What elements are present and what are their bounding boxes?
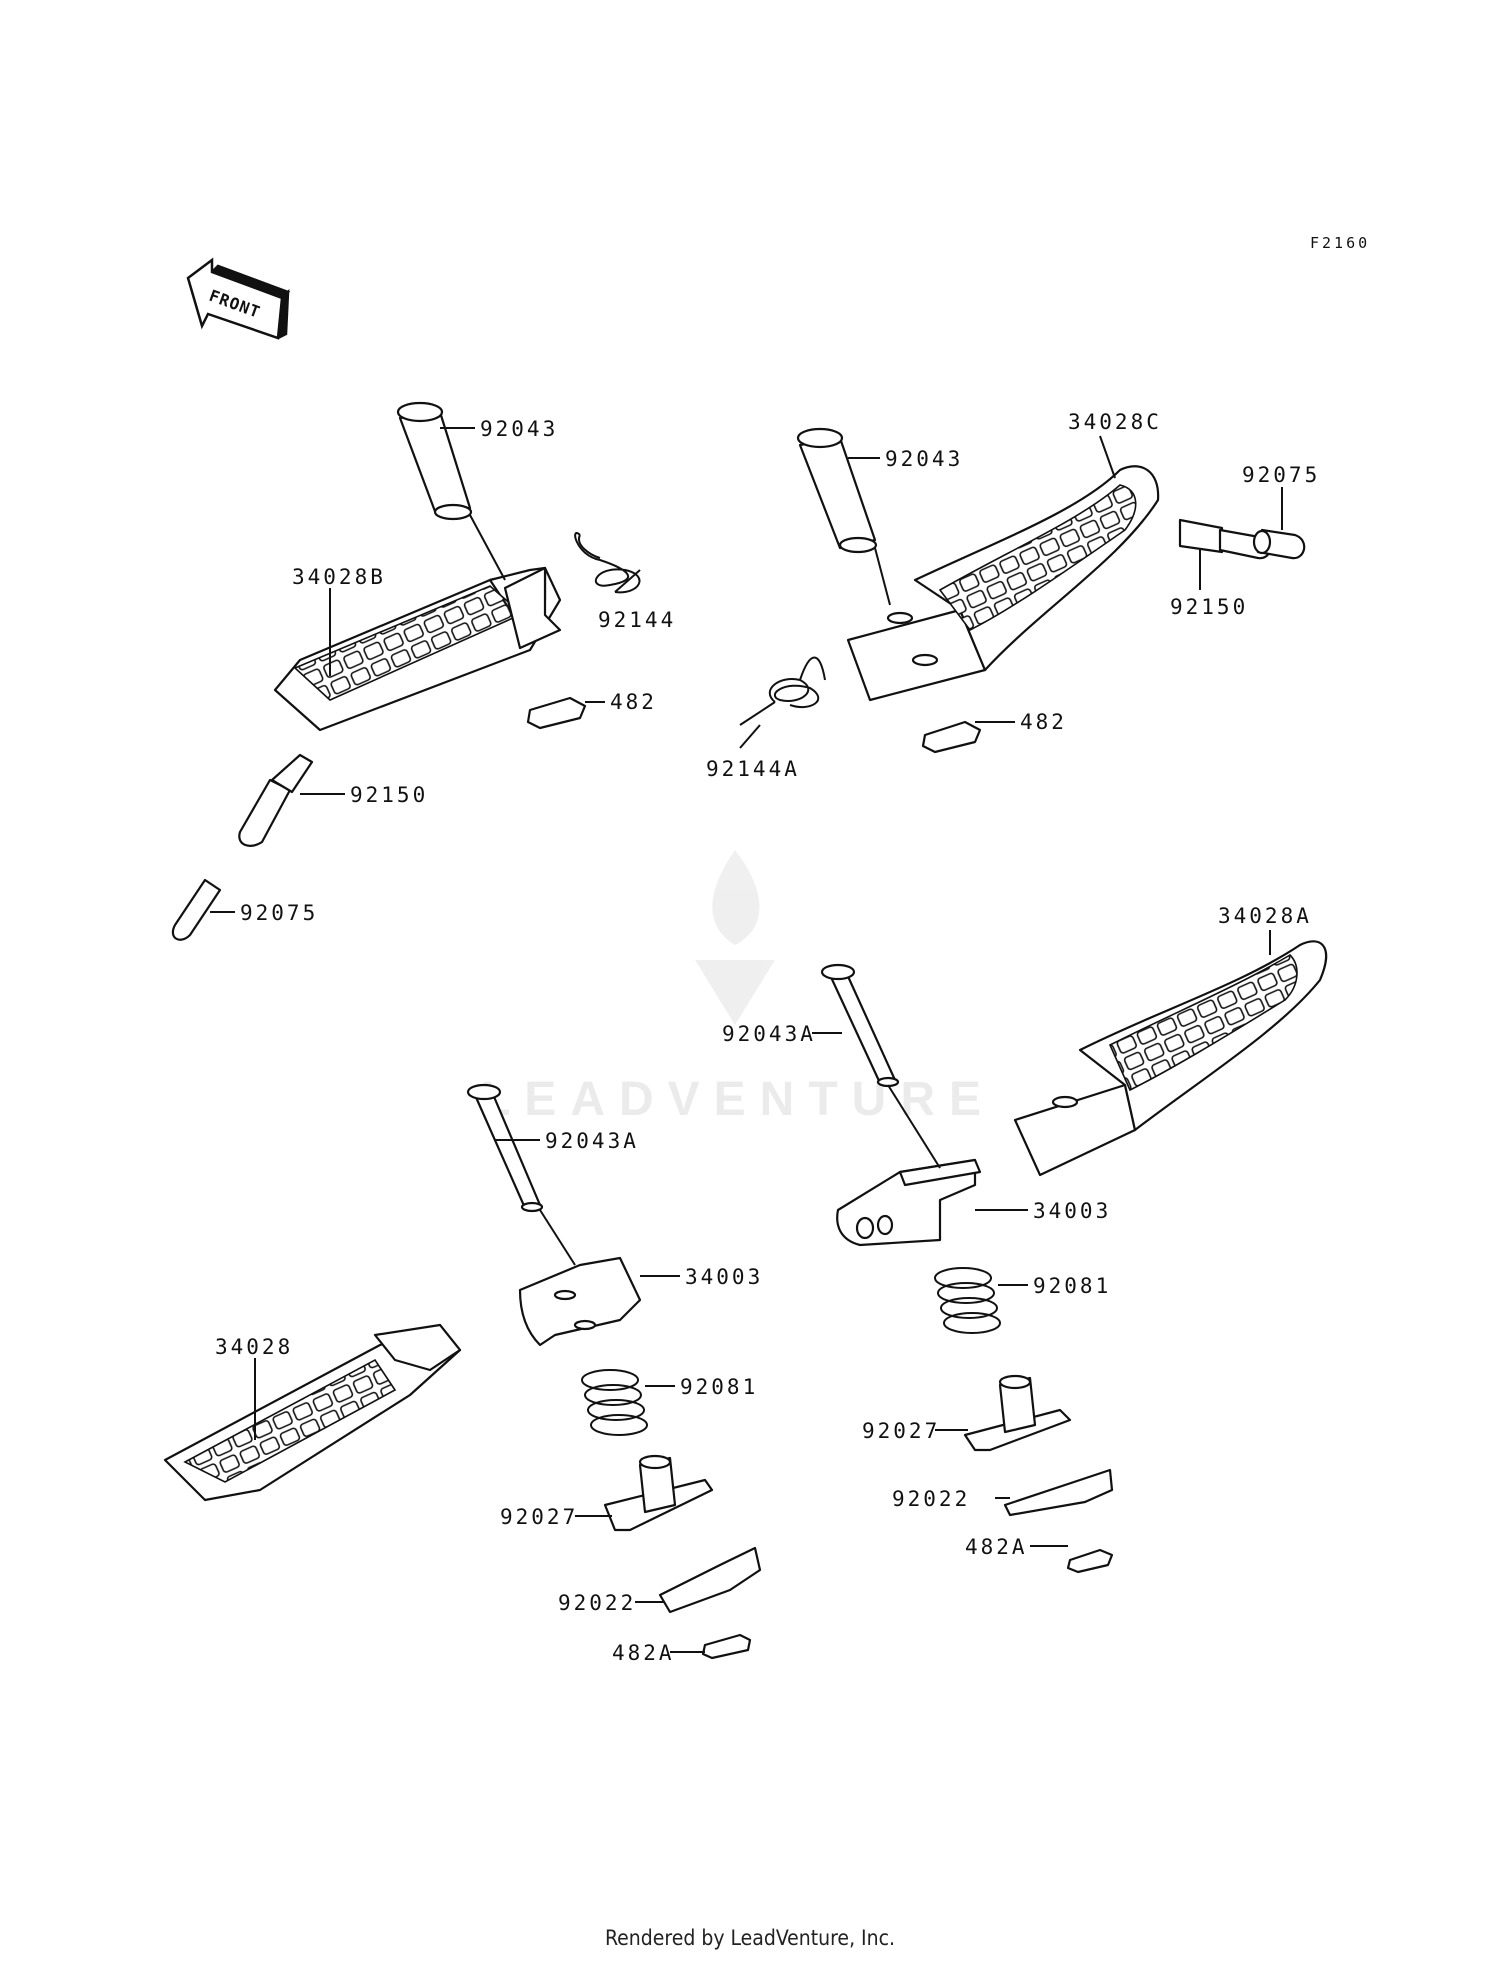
label-482A-b: 482A bbox=[612, 1641, 675, 1665]
spring-92144 bbox=[574, 532, 641, 594]
label-92081-b: 92081 bbox=[680, 1375, 758, 1399]
pin-92043A-right bbox=[820, 963, 900, 1088]
leader-lines bbox=[210, 427, 1283, 1653]
plate-92022-left bbox=[658, 1546, 762, 1614]
holder-92027-left bbox=[603, 1454, 714, 1532]
cap-92075-right bbox=[1252, 528, 1306, 560]
label-92043A-a: 92043A bbox=[722, 1022, 816, 1046]
plate-92022-right bbox=[1003, 1468, 1114, 1517]
label-92043-a: 92043 bbox=[480, 417, 558, 441]
label-92043A-b: 92043A bbox=[545, 1129, 639, 1153]
front-arrow-icon: FRONT bbox=[186, 257, 291, 340]
footer-credit: Rendered by LeadVenture, Inc. bbox=[605, 1926, 895, 1950]
watermark-logo: LEADVENTURE bbox=[481, 850, 995, 1126]
clip-482A-left bbox=[701, 1633, 752, 1660]
label-92075-a: 92075 bbox=[240, 901, 318, 925]
label-34003-b: 34003 bbox=[685, 1265, 763, 1289]
bracket-34003-right bbox=[836, 1158, 982, 1247]
label-34003-a: 34003 bbox=[1033, 1199, 1111, 1223]
cap-92075-left bbox=[171, 878, 222, 941]
label-92043-b: 92043 bbox=[885, 447, 963, 471]
footpeg-34028 bbox=[163, 1323, 462, 1502]
holder-92027-right bbox=[963, 1374, 1072, 1452]
label-92075-b: 92075 bbox=[1242, 463, 1320, 487]
label-34028A: 34028A bbox=[1218, 904, 1312, 928]
label-92081-a: 92081 bbox=[1033, 1274, 1111, 1298]
label-34028C: 34028C bbox=[1068, 410, 1162, 434]
spring-92081-right bbox=[934, 1267, 1001, 1334]
footpeg-34028C bbox=[846, 465, 1160, 702]
bolt-92150-left bbox=[238, 753, 314, 847]
pin-92043A-left bbox=[466, 1083, 544, 1213]
pin-92043-right bbox=[796, 427, 878, 554]
clip-482A-right bbox=[1066, 1548, 1114, 1574]
label-92022-a: 92022 bbox=[892, 1487, 970, 1511]
label-482A-a: 482A bbox=[965, 1535, 1028, 1559]
label-34028B: 34028B bbox=[292, 565, 386, 589]
label-92144: 92144 bbox=[598, 608, 676, 632]
spring-92081-left bbox=[581, 1369, 648, 1436]
collar-482-left bbox=[526, 696, 587, 730]
label-92022-b: 92022 bbox=[558, 1591, 636, 1615]
bracket-34003-left bbox=[518, 1256, 642, 1347]
label-482-b: 482 bbox=[1020, 710, 1067, 734]
pin-92043-left bbox=[396, 401, 473, 521]
label-92027-b: 92027 bbox=[500, 1505, 578, 1529]
label-92027-a: 92027 bbox=[862, 1419, 940, 1443]
label-92150-a: 92150 bbox=[350, 783, 428, 807]
footpeg-34028A bbox=[1013, 940, 1328, 1177]
footpeg-34028B bbox=[273, 566, 562, 732]
spring-92144A bbox=[739, 656, 826, 726]
collar-482-right bbox=[921, 720, 982, 754]
watermark-text: LEADVENTURE bbox=[481, 1073, 995, 1126]
label-482-a: 482 bbox=[610, 690, 657, 714]
label-92144A: 92144A bbox=[706, 757, 800, 781]
label-92150-b: 92150 bbox=[1170, 595, 1248, 619]
label-34028: 34028 bbox=[215, 1335, 293, 1359]
figure-code: F2160 bbox=[1310, 234, 1370, 252]
